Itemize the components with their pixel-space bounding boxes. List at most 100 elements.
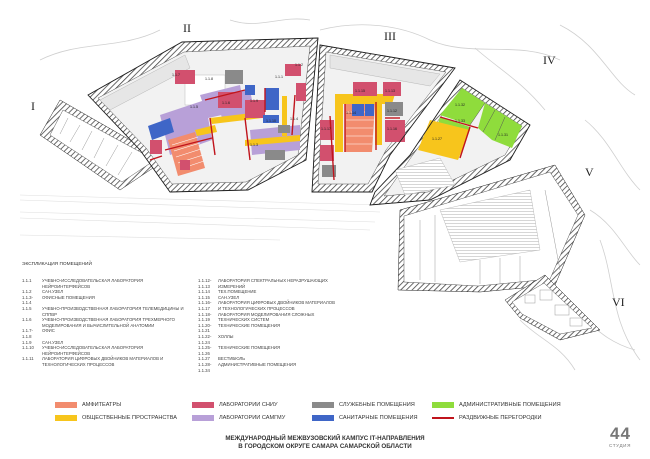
section-numeral-VI: VI (612, 295, 625, 309)
room-label: 1.1.27 (432, 137, 442, 141)
room-labels-IV: 1.1.32 1.1.33 1.1.27 1.1.31 (432, 103, 508, 141)
section-numeral-II: II (183, 21, 191, 35)
explication-name: ХОЛЛЫ (218, 333, 234, 339)
explication-code: 1.1.22-1.1.24 (198, 333, 212, 345)
room-label: 1.1.2 (295, 63, 303, 67)
room-label: 1.1.8 (205, 77, 213, 81)
project-title-line-1: МЕЖДУНАРОДНЫЙ МЕЖВУЗОВСКИЙ КАМПУС IT-НАП… (225, 435, 425, 442)
room-label: 1.1.33 (455, 119, 465, 123)
legend-label: СЛУЖЕБНЫЕ ПОМЕЩЕНИЯ (339, 402, 415, 408)
explication-name: ЛАБОРАТОРИЯ ЦИФРОВЫХ ДВОЙНИКОВ МАТЕРИАЛО… (42, 356, 164, 367)
explication-code: 1.1.12-1.1.13 (198, 278, 212, 289)
legend-item: ЛАБОРАТОРИИ СНИУ (192, 402, 278, 408)
explication-name: УЧЕБНО-ПРОИЗВОДСТВЕННАЯ ЛАБОРАТОРИЯ ТРЕХ… (42, 317, 175, 328)
explication-name: ТЕХНИЧЕСКИЕ ПОМЕЩЕНИЯ (218, 322, 281, 328)
explication-name: УЧЕБНО-ИССЛЕДОВАТЕЛЬСКАЯ ЛАБОРАТОРИЯ НЕЙ… (42, 278, 144, 289)
explication-row: 1.1.6 УЧЕБНО-ПРОИЗВОДСТВЕННАЯ ЛАБОРАТОРИЯ… (22, 317, 192, 328)
section-numeral-III: III (384, 29, 396, 43)
explication-code: 1.1.6 (22, 317, 32, 323)
explication-row: 1.1.18-1.1.19 ЛАБОРАТОРИЯ МОДЕЛИРОВАНИЯ С… (198, 312, 338, 323)
room-label: 1.1.32 (455, 103, 465, 107)
explication-code: 1.1.25-1.1.26 (198, 345, 212, 356)
logo-digit: 4 (610, 424, 620, 443)
explication-row: 1.1.10 УЧЕБНО-ИССЛЕДОВАТЕЛЬСКАЯ ЛАБОРАТОР… (22, 345, 192, 356)
explication-name: ЛАБОРАТОРИЯ ЦИФРОВЫХ ДВОЙНИКОВ МАТЕРИАЛО… (218, 300, 335, 311)
explication-row: 1.1.9 САН.УЗЕЛ (22, 340, 192, 346)
section-numeral-I: I (31, 99, 35, 113)
explication-name: УЧЕБНО-ПРОИЗВОДСТВЕННАЯ ЛАБОРАТОРИЯ ТЕЛЕ… (42, 305, 184, 317)
room-label: 1.1.12 (387, 109, 397, 113)
legend-label: ЛАБОРАТОРИИ САМГМУ (219, 415, 286, 421)
room-label: 1.1.13 (385, 89, 395, 93)
legend-item: ЛАБОРАТОРИИ САМГМУ (192, 415, 285, 421)
explication-name: ОФИС (42, 328, 55, 334)
room-label: 1.1.9 (250, 99, 258, 103)
legend-color-swatch (312, 402, 334, 408)
explication-name: САН.УЗЕЛ (42, 339, 64, 345)
section-III-building[interactable] (311, 44, 456, 193)
explication-code: 1.1.18-1.1.19 (198, 311, 212, 323)
legend-label: ОБЩЕСТВЕННЫЕ ПРОСТРАНСТВА (82, 415, 177, 421)
legend-label: САНИТАРНЫЕ ПОМЕЩЕНИЯ (339, 415, 418, 421)
explication-row: 1.1.22-1.1.24 ХОЛЛЫ (198, 334, 338, 345)
road (19, 194, 381, 241)
explication-row: 1.1.16-1.1.17 ЛАБОРАТОРИЯ ЦИФРОВЫХ ДВОЙНИ… (198, 300, 338, 311)
project-title: МЕЖДУНАРОДНЫЙ МЕЖВУЗОВСКИЙ КАМПУС IT-НАП… (150, 435, 500, 451)
legend-color-swatch (432, 402, 454, 408)
section-II-building[interactable] (87, 37, 319, 193)
logo-digit: 4 (620, 424, 630, 443)
explication-code: 1.1.9 (22, 339, 32, 345)
explication-code: 1.1.1 (22, 278, 32, 283)
room-label: 1.1.17 (321, 127, 331, 131)
explication-code: 1.1.10 (22, 345, 34, 351)
section-IV-building[interactable] (369, 79, 531, 206)
legend-item: РАЗДВИЖНЫЕ ПЕРЕГОРОДКИ (432, 415, 542, 421)
legend-color-swatch (312, 415, 334, 421)
room-label: 1.1.6 (222, 101, 230, 105)
legend-label: ЛАБОРАТОРИИ СНИУ (219, 402, 278, 408)
explication-row: 1.1.11 ЛАБОРАТОРИЯ ЦИФРОВЫХ ДВОЙНИКОВ МАТ… (22, 356, 192, 367)
explication-name: ЛАБОРАТОРИЯ МОДЕЛИРОВАНИЯ СЛОЖНЫХ ТЕХНИЧ… (218, 311, 315, 323)
explication-code: 1.1.2 (22, 289, 32, 295)
legend-item: САНИТАРНЫЕ ПОМЕЩЕНИЯ (312, 415, 418, 421)
room-label: 1.1.4 (290, 117, 298, 121)
legend-color-swatch (55, 402, 77, 408)
room-label: 1.1.10 (266, 119, 276, 123)
explication-code: 1.1.11 (22, 356, 34, 362)
section-numerals: I II III IV V VI (31, 21, 625, 309)
explication-name: ТЕХ.ПОМЕЩЕНИЕ (218, 289, 257, 295)
room-label: 1.1.3 (250, 143, 258, 147)
explication-row: 1.1.12-1.1.13 ЛАБОРАТОРИЯ СПЕКТРАЛЬНЫХ НЕ… (198, 278, 338, 289)
room-label: 1.1.7 (172, 73, 180, 77)
explication-code: 1.1.16-1.1.17 (198, 300, 212, 311)
explication-title: ЭКСПЛИКАЦИЯ ПОМЕЩЕНИЙ (22, 262, 92, 267)
explication-code: 1.1.20-1.1.21 (198, 322, 212, 334)
explication-name: САН.УЗЕЛ (42, 289, 64, 295)
section-VI-building[interactable] (504, 274, 601, 341)
legend-color-swatch (55, 415, 77, 421)
logo-word: СТУДИЯ (608, 443, 631, 448)
studio-logo: 4 4 СТУДИЯ (605, 424, 635, 454)
explication-name: ВЕСТИБЮЛЬ (218, 356, 246, 362)
legend-color-swatch (192, 415, 214, 421)
explication-name: ЛАБОРАТОРИЯ СПЕКТРАЛЬНЫХ НЕРАЗРУШАЮЩИХ И… (218, 278, 328, 289)
explication-row: 1.1.20-1.1.21 ТЕХНИЧЕСКИЕ ПОМЕЩЕНИЯ (198, 323, 338, 334)
legend-label: РАЗДВИЖНЫЕ ПЕРЕГОРОДКИ (459, 415, 542, 421)
explication-name: УЧЕБНО-ИССЛЕДОВАТЕЛЬСКАЯ ЛАБОРАТОРИЯ НЕЙ… (42, 345, 144, 356)
explication-name: ОФИСНЫЕ ПОМЕЩЕНИЯ (42, 294, 95, 300)
explication-code: 1.1.15 (198, 294, 210, 300)
legend-item: СЛУЖЕБНЫЕ ПОМЕЩЕНИЯ (312, 402, 415, 408)
project-title-line-2: В ГОРОДСКОМ ОКРУГЕ САМАРА САМАРСКОЙ ОБЛА… (238, 443, 412, 450)
legend: АМФИТЕАТРЫ ОБЩЕСТВЕННЫЕ ПРОСТРАНСТВА ЛАБОР… (0, 398, 650, 428)
explication-row: 1.1.2 САН.УЗЕЛ (22, 289, 192, 295)
section-V-building[interactable] (397, 164, 586, 293)
legend-label: АМФИТЕАТРЫ (82, 402, 122, 408)
